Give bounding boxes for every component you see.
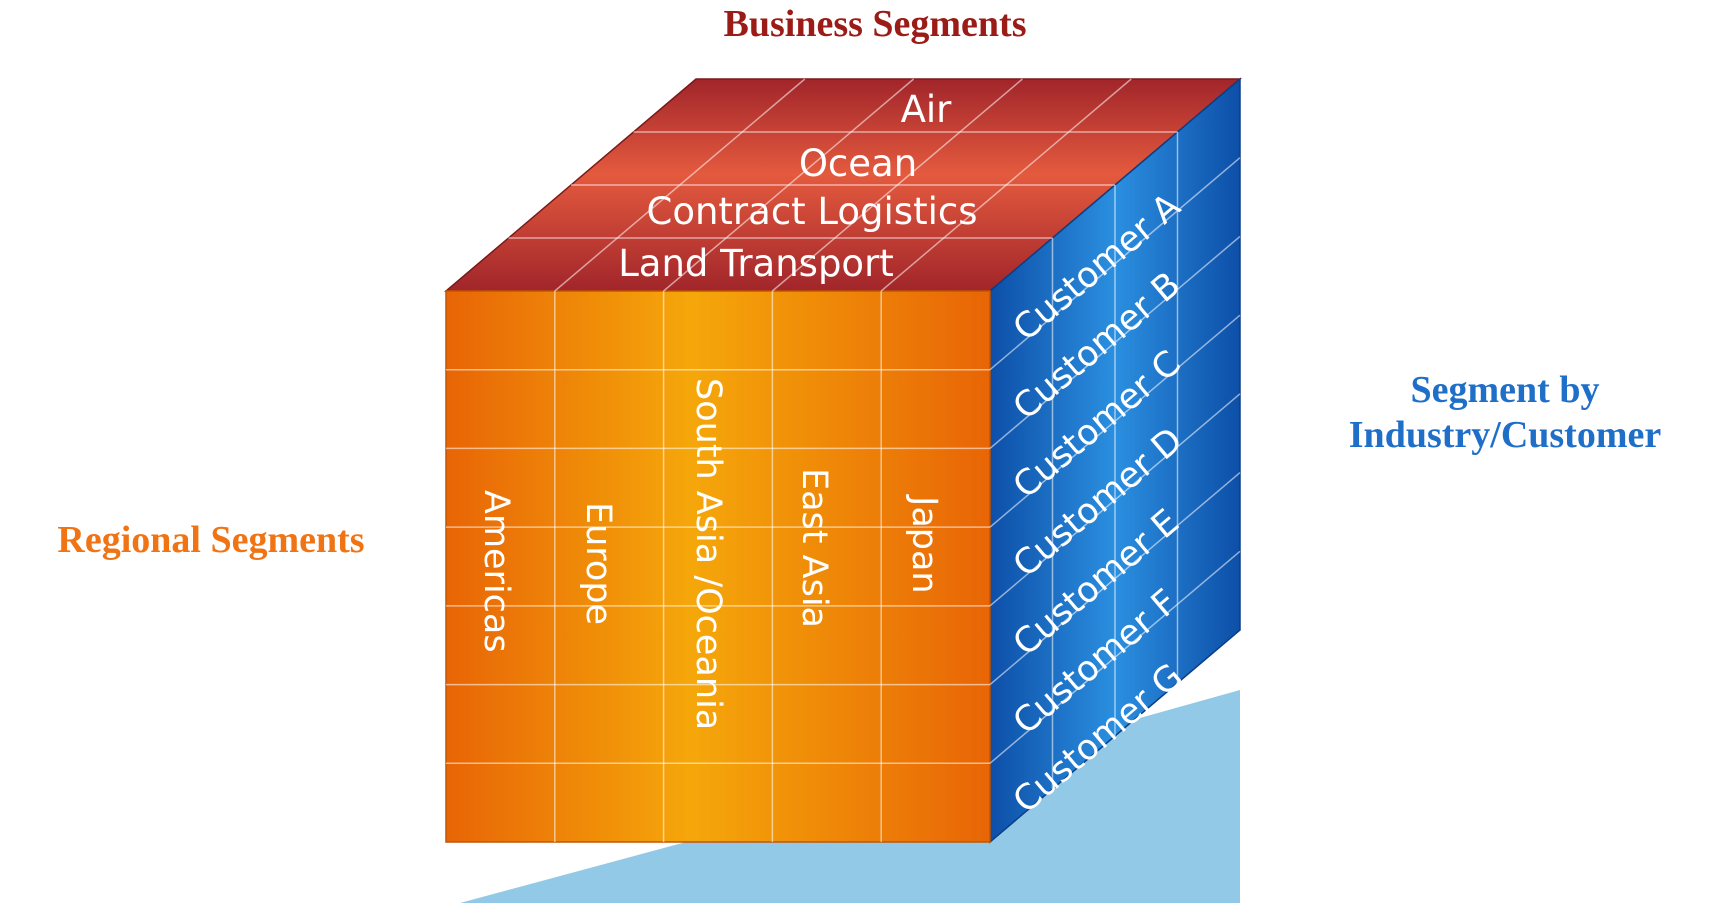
industry-customer-segments-title: Segment by Industry/Customer — [1348, 369, 1662, 456]
business-segment-ocean: Ocean — [799, 142, 917, 185]
regional-segment-japan: Japan — [904, 494, 944, 594]
front-face — [445, 290, 991, 843]
regional-segment-east-asia: East Asia — [794, 468, 834, 628]
regional-segment-americas: Americas — [476, 490, 516, 653]
regional-segments-title: Regional Segments — [57, 519, 365, 561]
regional-segment-south-asia-oceania: South Asia /Oceania — [688, 378, 728, 730]
regional-segment-europe: Europe — [578, 502, 618, 625]
business-segment-air: Air — [901, 88, 953, 131]
side-grid-line — [989, 314, 1241, 528]
business-segments-title: Business Segments — [723, 3, 1027, 45]
side-grid-line — [989, 550, 1241, 764]
side-grid-line — [989, 157, 1241, 371]
side-grid-line — [989, 235, 1241, 450]
side-grid-line — [989, 393, 1241, 607]
business-segment-contract-logistics: Contract Logistics — [647, 190, 978, 233]
business-segment-land-transport: Land Transport — [618, 242, 894, 285]
cube-shadow — [460, 690, 1240, 903]
side-grid-line — [989, 471, 1241, 686]
